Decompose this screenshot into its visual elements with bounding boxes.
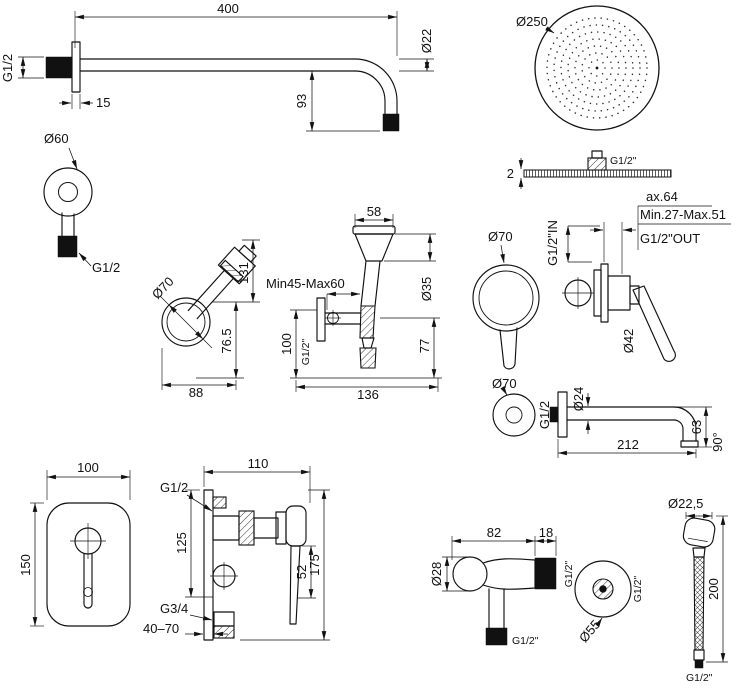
elbow-flange — [43, 167, 93, 217]
dim-spray-head-width: 58 — [367, 204, 381, 219]
mixer-plate-front — [46, 502, 131, 627]
shower-head-connector — [587, 157, 607, 171]
dim-holder-width: 88 — [189, 385, 203, 400]
dim-mixer-body-diameter: Ø42 — [621, 329, 636, 354]
mixer-handle-cap — [285, 505, 307, 547]
dim-arm-drop: 93 — [294, 94, 309, 108]
label-escutcheon-thread: G1/2" — [632, 575, 644, 602]
arm-wall-thread — [45, 56, 73, 79]
dim-escutcheon-diameter: Ø55 — [576, 617, 603, 645]
spout-drawing: Ø70 G1/2 Ø24 63 90° 212 — [492, 376, 725, 458]
holder-flange — [161, 297, 211, 347]
arm-outlet-thread — [382, 113, 400, 132]
spout-bend — [673, 406, 697, 442]
dim-height-upper: 125 — [174, 532, 189, 554]
dim-outlet-thread-length: 18 — [539, 525, 553, 540]
outlet-holder-drawing: 82 18 Ø28 G1/2" G1/2" Ø55 G1/2" — [429, 525, 644, 647]
outlet-wall-thread — [534, 557, 557, 590]
hand-shower-drawing: Ø22,5 200 G1/2" — [668, 496, 728, 684]
label-mixer-depth-range: Min.27-Max.51 — [640, 207, 726, 222]
dim-handshower-diameter: Ø22,5 — [668, 496, 703, 511]
builtin-mixer-drawing: 100 150 110 G1/2 52 175 — [18, 456, 330, 641]
label-spray-thread: G1/2" — [300, 338, 312, 365]
dim-holder-diameter: Ø70 — [149, 274, 177, 302]
label-mixer-outlet: G1/2"OUT — [640, 231, 700, 246]
mixer-lever-front — [499, 327, 518, 370]
label-spout-thread: G1/2 — [537, 401, 552, 429]
label-spout-angle: 90° — [710, 432, 725, 452]
shower-head-drawing: Ø250 G1/2" 2 — [507, 5, 672, 189]
mixer-lever-side — [632, 285, 676, 362]
dim-body-depth: 110 — [248, 456, 269, 471]
dim-spray-width: 136 — [357, 387, 379, 402]
dim-spray-head-diameter: Ø35 — [419, 277, 434, 302]
mixer-body-side — [607, 275, 631, 311]
label-top-thread: G1/2 — [160, 480, 188, 495]
dim-spray-height: 100 — [279, 333, 294, 355]
mixer-escutcheon — [472, 264, 540, 332]
escutcheon-plate — [574, 560, 632, 618]
label-elbow-thread: G1/2 — [92, 260, 120, 275]
dim-holder-height-upper: 131 — [236, 262, 251, 284]
label-bottom-thread: G3/4 — [160, 601, 188, 616]
mixer-plate-side — [203, 489, 214, 641]
spray-grip — [359, 305, 376, 339]
dim-spout-flange-diameter: Ø70 — [492, 376, 517, 391]
label-arm-thread: G1/2 — [0, 54, 15, 82]
spout-flange — [492, 393, 536, 437]
dim-mixer-flange-diameter: Ø70 — [488, 229, 513, 244]
shower-holder-drawing: Ø70 131 76.5 88 — [149, 239, 260, 400]
shower-arm-drawing: 400 Ø22 G1/2 15 93 — [0, 1, 434, 132]
dim-install-depth: 40–70 — [143, 621, 179, 636]
shower-head-side-view — [523, 169, 672, 178]
hand-spray-drawing: 58 Min45-Max60 Ø35 100 G1/2" 77 136 — [266, 204, 442, 402]
dim-spray-right-height: 77 — [417, 339, 432, 353]
spray-head — [354, 233, 394, 262]
label-outlet-side-thread: G1/2" — [563, 560, 575, 587]
dim-holder-height-lower: 76.5 — [219, 328, 234, 353]
dim-head-thickness: 2 — [507, 166, 514, 181]
dim-head-diameter: Ø250 — [516, 14, 548, 29]
handshower-head — [682, 517, 716, 548]
outlet-bottom-thread — [485, 627, 508, 646]
dim-spout-tube-diameter: Ø24 — [571, 387, 586, 412]
dim-total-height: 175 — [307, 554, 322, 576]
dim-outlet-length: 82 — [487, 525, 501, 540]
shower-head-face — [534, 5, 660, 131]
dim-handle-length: 52 — [294, 565, 309, 579]
dim-elbow-diameter: Ø60 — [44, 131, 69, 146]
dim-arm-tube-diameter: Ø22 — [419, 29, 434, 54]
dim-handshower-length: 200 — [706, 578, 721, 600]
concealed-mixer-drawing: Ø70 ax.64 Min.27-Max.51 G1/2"OUT G1/2"IN… — [472, 189, 731, 370]
label-mixer-inlet: G1/2"IN — [545, 220, 560, 266]
dim-spout-length: 212 — [617, 437, 639, 452]
mixer-lever-front-view — [83, 553, 93, 609]
outlet-holder-knob — [452, 556, 488, 592]
dim-arm-flange-depth: 15 — [96, 95, 110, 110]
label-head-thread: G1/2" — [610, 155, 637, 167]
arm-escutcheon — [71, 41, 81, 93]
handshower-handle — [693, 556, 705, 651]
label-outlet-bottom-thread: G1/2" — [512, 635, 539, 647]
dim-plate-height: 150 — [18, 554, 33, 576]
label-mixer-axis: ax.64 — [646, 189, 678, 204]
dim-spout-drop: 63 — [689, 420, 704, 434]
dim-spray-range: Min45-Max60 — [266, 276, 345, 291]
elbow-thread — [57, 235, 78, 258]
spray-wall-plate — [316, 297, 326, 342]
mixer-handle-lever — [289, 545, 301, 625]
dim-arm-length: 400 — [217, 1, 239, 16]
label-handshower-thread: G1/2" — [686, 672, 713, 684]
dim-plate-width: 100 — [77, 460, 99, 475]
dim-outlet-diameter: Ø28 — [429, 562, 444, 587]
wall-elbow-drawing: Ø60 G1/2 — [43, 131, 120, 275]
